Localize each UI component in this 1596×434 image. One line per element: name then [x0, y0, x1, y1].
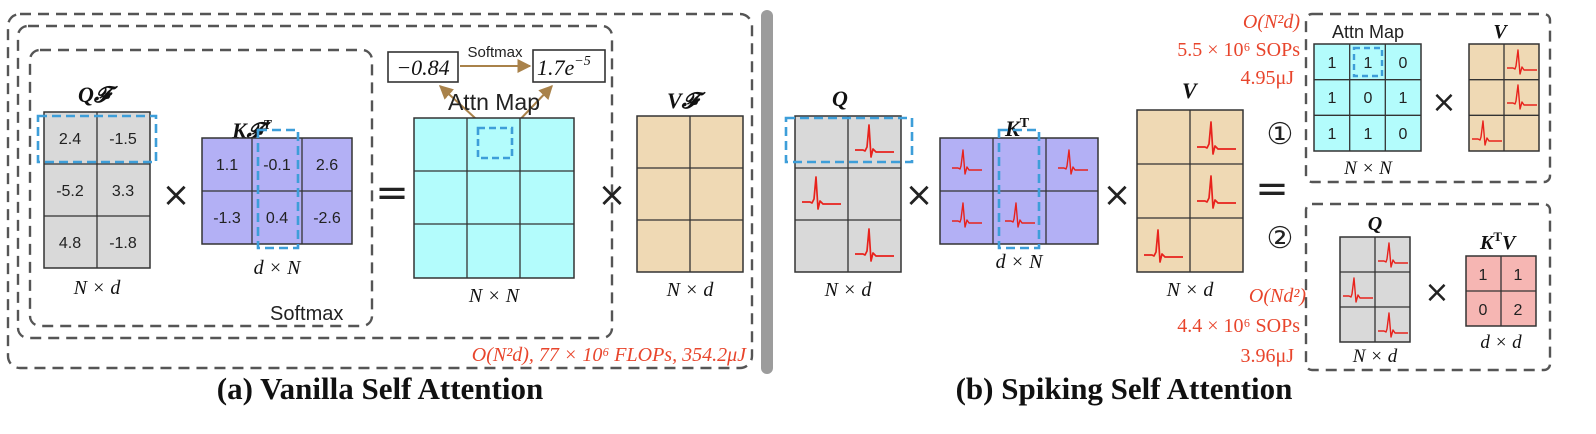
path1-v-label: V [1493, 21, 1508, 43]
times-operator: × [1431, 85, 1456, 120]
path2-marker: ② [1267, 221, 1294, 256]
path1-marker: ① [1267, 117, 1294, 152]
k-cell: 0.4 [266, 210, 288, 227]
softmax-label: Softmax [270, 303, 343, 325]
path1-v-matrix [1468, 43, 1540, 152]
path2-ktv-dim: d × d [1480, 332, 1522, 353]
section-divider [761, 10, 773, 374]
path1-attn-cell-highlight [1352, 46, 1384, 78]
times-operator: × [598, 175, 627, 215]
spiking-v-dim: N × d [1166, 279, 1215, 301]
path1-attn-dim: N × N [1343, 158, 1393, 179]
path2-ktv-label: KTV [1479, 229, 1517, 254]
times-operator: × [162, 175, 191, 215]
vanilla-caption: (a) Vanilla Self Attention [217, 371, 543, 406]
spiking-q-dim: N × d [824, 279, 873, 301]
k-cell: -0.1 [263, 157, 291, 174]
times-operator: × [905, 175, 934, 215]
ktv-cell: 1 [1514, 267, 1523, 284]
vanilla-cost: O(N²d), 77 × 10⁶ FLOPs, 354.2μJ [472, 344, 747, 366]
attn-cell: 0 [1399, 55, 1408, 72]
path2-sops: 4.4 × 10⁶ SOPs [1177, 315, 1300, 337]
attn-cell: 1 [1364, 55, 1373, 72]
q-cell: -5.2 [56, 183, 84, 200]
path2-frame [1304, 202, 1552, 372]
attn-cell: 1 [1364, 126, 1373, 143]
q-cell: -1.5 [109, 131, 137, 148]
post-softmax-value: 1.7e−5 [537, 54, 591, 80]
q-cell: 4.8 [59, 235, 81, 252]
spiking-q-matrix [794, 115, 902, 273]
spiking-k-col-highlight [997, 128, 1041, 250]
attn-cell-highlight [476, 126, 514, 160]
spiking-caption: (b) Spiking Self Attention [956, 371, 1293, 406]
softmax-arrow-label: Softmax [467, 44, 523, 61]
path1-frame [1304, 12, 1552, 184]
spiking-q-row-highlight [784, 116, 914, 164]
q-cell: -1.8 [109, 235, 137, 252]
vanilla-k-dim: d × N [254, 257, 302, 279]
vanilla-v-label: V𝓕 [667, 88, 707, 113]
spiking-k-label: KT [1004, 116, 1030, 141]
attn-cell: 1 [1328, 126, 1337, 143]
path2-complexity: O(Nd²) [1249, 285, 1306, 307]
vanilla-q-label: Q𝓕 [78, 82, 119, 107]
pre-softmax-value: −0.84 [396, 55, 449, 80]
q-cell: 3.3 [112, 183, 134, 200]
k-cell: -1.3 [213, 210, 241, 227]
times-operator: × [1103, 175, 1132, 215]
path1-attn-matrix: 1 1 0 1 0 1 1 1 0 [1313, 43, 1422, 152]
ktv-cell: 0 [1479, 302, 1488, 319]
equals-operator: = [1255, 166, 1289, 212]
vanilla-q-matrix: 2.4 -1.5 -5.2 3.3 4.8 -1.8 [43, 111, 151, 269]
path1-sops: 5.5 × 10⁶ SOPs [1177, 39, 1300, 61]
path1-energy: 4.95μJ [1240, 67, 1294, 89]
attn-cell: 0 [1399, 126, 1408, 143]
path2-energy: 3.96μJ [1240, 345, 1294, 367]
spiking-v-matrix [1136, 109, 1244, 273]
q-row-highlight [36, 114, 158, 164]
ktv-cell: 1 [1479, 267, 1488, 284]
spiking-q-label: Q [832, 86, 848, 111]
vanilla-attn-dim: N × N [468, 285, 521, 307]
q-cell: 2.4 [59, 131, 81, 148]
path1-attn-label: Attn Map [1332, 22, 1404, 42]
attn-cell: 1 [1399, 90, 1408, 107]
equals-operator: = [375, 170, 409, 216]
spiking-v-label: V [1182, 78, 1199, 103]
k-cell: 2.6 [316, 157, 338, 174]
vanilla-attn-label: Attn Map [448, 89, 540, 115]
attn-cell: 1 [1328, 90, 1337, 107]
spiking-k-dim: d × N [996, 251, 1044, 273]
vanilla-attn-matrix [413, 117, 575, 279]
vanilla-q-dim: N × d [73, 277, 122, 299]
path2-q-dim: N × d [1352, 346, 1398, 367]
path2-q-label: Q [1368, 213, 1382, 235]
attn-cell: 1 [1328, 55, 1337, 72]
times-operator: × [1424, 275, 1449, 310]
attn-cell: 0 [1364, 90, 1373, 107]
vanilla-k-matrix: 1.1 -0.1 2.6 -1.3 0.4 -2.6 [201, 137, 353, 245]
k-cell: -2.6 [313, 210, 341, 227]
post-softmax-value-box [532, 49, 606, 83]
pre-softmax-value-box [387, 51, 459, 83]
path2-q-matrix [1339, 236, 1411, 343]
path1-complexity: O(N²d) [1243, 11, 1300, 33]
vanilla-v-dim: N × d [666, 279, 715, 301]
vanilla-outer-frame [6, 12, 754, 370]
spiking-k-matrix [939, 137, 1099, 245]
vanilla-v-matrix [636, 115, 744, 273]
k-col-highlight [256, 128, 300, 250]
path2-ktv-matrix: 1 1 0 2 [1465, 255, 1537, 327]
ktv-cell: 2 [1514, 302, 1523, 319]
k-cell: 1.1 [216, 157, 238, 174]
